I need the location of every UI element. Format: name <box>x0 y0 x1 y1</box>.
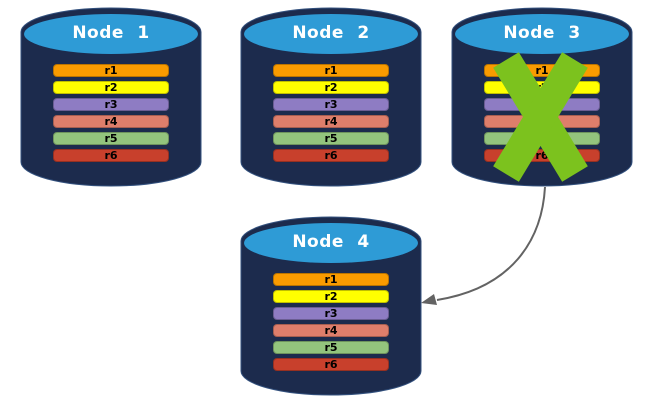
row-label: r6 <box>535 149 549 162</box>
row-r6: r6 <box>273 149 389 162</box>
row-r1: r1 <box>273 273 389 286</box>
row-r2: r2 <box>273 290 389 303</box>
row-label: r5 <box>324 132 338 145</box>
node-2: Node 2 r1 r2 r3 r4 r5 r6 <box>240 4 422 188</box>
row-label: r1 <box>104 64 118 77</box>
row-label: r1 <box>324 64 338 77</box>
row-label: r3 <box>104 98 118 111</box>
node-4-title: Node 4 <box>292 232 370 252</box>
row-label: r5 <box>104 132 118 145</box>
row-r1: r1 <box>53 64 169 77</box>
row-label: r6 <box>324 149 338 162</box>
node-2-row-stack: r1 r2 r3 r4 r5 r6 <box>240 64 422 162</box>
row-label: r6 <box>324 358 338 371</box>
row-r5: r5 <box>273 341 389 354</box>
row-r3: r3 <box>53 98 169 111</box>
row-r4: r4 <box>53 115 169 128</box>
row-r4: r4 <box>273 324 389 337</box>
row-label: r5 <box>324 341 338 354</box>
node-1: Node 1 r1 r2 r3 r4 r5 r6 <box>20 4 202 188</box>
row-label: r4 <box>104 115 118 128</box>
row-label: r6 <box>104 149 118 162</box>
row-label: r1 <box>535 64 549 77</box>
row-r3: r3 <box>273 307 389 320</box>
row-r5: r5 <box>273 132 389 145</box>
row-label: r2 <box>104 81 118 94</box>
node-1-title: Node 1 <box>72 23 150 43</box>
row-r2: r2 <box>273 81 389 94</box>
row-label: r4 <box>324 324 338 337</box>
node-1-row-stack: r1 r2 r3 r4 r5 r6 <box>20 64 202 162</box>
arrow-curve <box>436 186 546 301</box>
row-r4: r4 <box>273 115 389 128</box>
failure-x-icon <box>493 52 588 182</box>
row-label: r3 <box>324 98 338 111</box>
row-r6: r6 <box>53 149 169 162</box>
row-label: r4 <box>324 115 338 128</box>
row-r1: r1 <box>273 64 389 77</box>
row-label: r2 <box>324 290 338 303</box>
row-r2: r2 <box>53 81 169 94</box>
row-label: r2 <box>324 81 338 94</box>
row-label: r1 <box>324 273 338 286</box>
row-r3: r3 <box>273 98 389 111</box>
row-r5: r5 <box>53 132 169 145</box>
node-3-title: Node 3 <box>503 23 581 43</box>
node-3: Node 3 r1 r2 r3 r4 r5 r6 <box>451 4 633 188</box>
node-4-row-stack: r1 r2 r3 r4 r5 r6 <box>240 273 422 371</box>
node-4: Node 4 r1 r2 r3 r4 r5 r6 <box>240 213 422 397</box>
arrow-head-icon <box>421 294 437 305</box>
row-label: r3 <box>324 307 338 320</box>
row-r6: r6 <box>273 358 389 371</box>
node-2-title: Node 2 <box>292 23 370 43</box>
